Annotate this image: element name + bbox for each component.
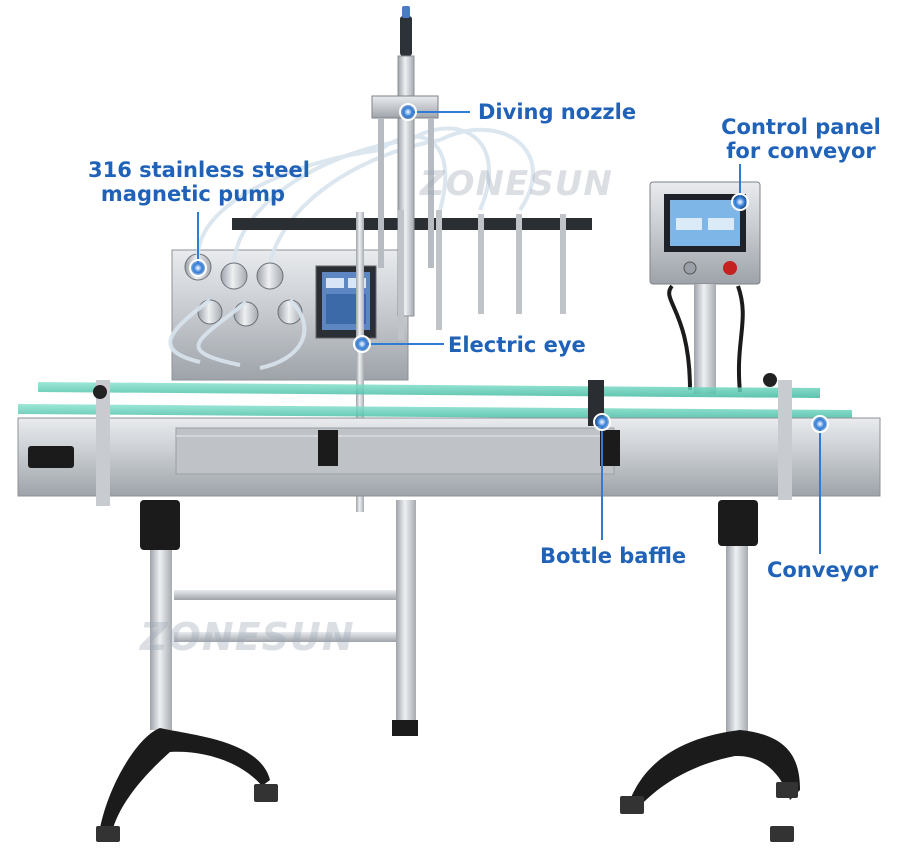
pump-label-line2: magnetic pump — [100, 182, 286, 206]
pump-label-line1: 316 stainless steel — [88, 158, 310, 182]
conveyor-body — [17, 373, 881, 506]
conveyor-label: Conveyor — [767, 558, 879, 582]
control-panel — [649, 181, 761, 394]
control-panel-label-line1: Control panel — [721, 115, 881, 139]
watermark-top: ZONESUN — [419, 164, 613, 204]
marker-electric-eye — [353, 335, 371, 353]
right-stand — [620, 500, 800, 842]
watermark-bottom: ZONESUN — [139, 615, 355, 659]
control-panel-label: Control panel for conveyor — [716, 115, 886, 163]
left-stand — [96, 500, 418, 842]
marker-diving-nozzle — [399, 103, 417, 121]
silicone-tubes — [168, 126, 535, 370]
bottle-baffle-label: Bottle baffle — [540, 544, 687, 568]
pump-label: 316 stainless steel magnetic pump — [88, 158, 310, 206]
callout-markers — [189, 103, 829, 433]
marker-control-panel — [731, 193, 749, 211]
marker-conveyor — [811, 415, 829, 433]
marker-pump — [189, 259, 207, 277]
callout-lines — [197, 111, 821, 554]
marker-bottle-baffle — [593, 413, 611, 431]
electric-eye-label: Electric eye — [448, 333, 586, 357]
control-panel-label-line2: for conveyor — [726, 139, 876, 163]
diving-nozzle-label: Diving nozzle — [478, 100, 637, 124]
